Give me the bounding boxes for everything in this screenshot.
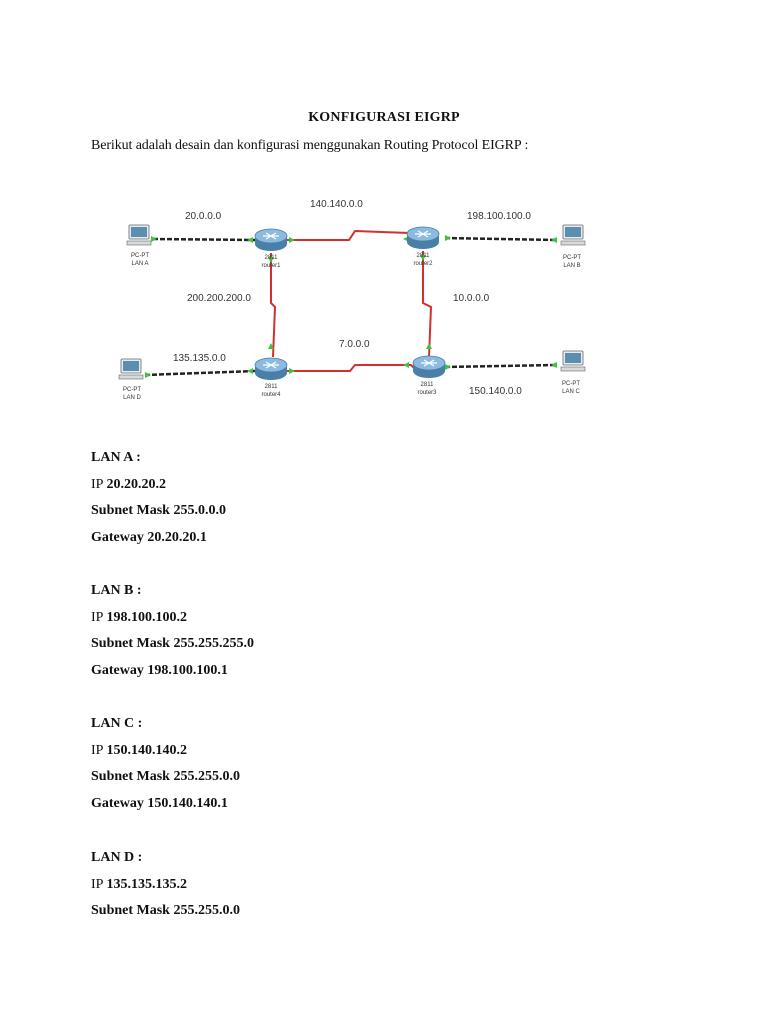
network-label-lan-b: 198.100.100.0 (467, 211, 531, 222)
pc-lan-a-name-label: LAN A (131, 261, 148, 267)
lan-c-section: LAN C : IP 150.140.140.2 Subnet Mask 255… (91, 711, 240, 817)
subnet-mask-label: Subnet Mask (91, 769, 170, 784)
router-icon[interactable] (412, 355, 446, 378)
gateway-label: Gateway (91, 529, 144, 545)
subnet-mask-label: Subnet Mask (91, 636, 170, 651)
network-label-lan-d: 135.135.0.0 (173, 353, 226, 364)
ip-label: IP (91, 876, 103, 892)
pc-lan-c-type-label: PC-PT (562, 381, 580, 387)
gateway-line: Gateway 20.20.20.1 (91, 525, 226, 552)
network-label-router1-router4: 200.200.200.0 (187, 293, 251, 304)
router1-name-label: router1 (261, 263, 281, 269)
ip-value: 198.100.100.2 (106, 609, 187, 625)
gateway-label: Gateway (91, 795, 144, 811)
section-heading: LAN C : (91, 716, 143, 731)
subnet-mask-value: 255.255.0.0 (173, 769, 240, 784)
ip-label: IP (91, 609, 103, 625)
subnet-mask-line: Subnet Mask 255.255.0.0 (91, 898, 240, 925)
pc-lan-b-name-label: LAN B (563, 263, 580, 269)
lan-a-section: LAN A : IP 20.20.20.2 Subnet Mask 255.0.… (91, 445, 226, 551)
gateway-line: Gateway 198.100.100.1 (91, 658, 254, 685)
section-heading: LAN D : (91, 850, 143, 865)
subnet-mask-line: Subnet Mask 255.255.255.0 (91, 631, 254, 658)
link-router2-lan-b (444, 236, 556, 242)
network-label-lan-c: 150.140.0.0 (469, 386, 522, 397)
port-indicators (145, 235, 557, 378)
network-topology-diagram: 2811 router1 2811 router2 2811 router3 (105, 185, 605, 415)
section-heading: LAN B : (91, 583, 142, 598)
subnet-mask-value: 255.255.0.0 (173, 903, 240, 918)
ip-line: IP 135.135.135.2 (91, 872, 240, 899)
subnet-mask-line: Subnet Mask 255.255.0.0 (91, 764, 240, 791)
network-label-router2-router3: 10.0.0.0 (453, 293, 490, 304)
link-router1-router4 (270, 253, 277, 358)
router3-name-label: router3 (417, 390, 437, 396)
subnet-mask-value: 255.255.255.0 (173, 636, 254, 651)
ip-value: 150.140.140.2 (106, 742, 187, 758)
pc-lan-c-name-label: LAN C (562, 389, 580, 395)
pc-icon[interactable] (560, 224, 586, 246)
ip-value: 20.20.20.2 (106, 476, 166, 492)
section-heading: LAN A : (91, 450, 141, 465)
gateway-label: Gateway (91, 662, 144, 678)
topology-svg: 2811 router1 2811 router2 2811 router3 (118, 199, 586, 401)
link-router4-router3 (287, 364, 416, 372)
pc-icon[interactable] (560, 350, 586, 372)
subnet-mask-label: Subnet Mask (91, 503, 170, 518)
router-icon[interactable] (254, 357, 288, 380)
lan-d-section: LAN D : IP 135.135.135.2 Subnet Mask 255… (91, 845, 240, 925)
router-icon[interactable] (254, 228, 288, 251)
pc-lan-d-name-label: LAN D (123, 395, 141, 401)
gateway-value: 198.100.100.1 (147, 662, 228, 678)
network-label-lan-a: 20.0.0.0 (185, 211, 222, 222)
link-lan-d-router4 (144, 369, 256, 377)
ip-label: IP (91, 476, 103, 492)
pc-icon[interactable] (118, 358, 144, 380)
pc-icon[interactable] (126, 224, 152, 246)
gateway-value: 20.20.20.1 (147, 529, 207, 545)
link-router3-lan-c (444, 363, 556, 369)
router3-model-label: 2811 (421, 382, 435, 388)
pc-lan-a-type-label: PC-PT (131, 253, 149, 259)
link-router2-router3 (422, 251, 433, 358)
pc-lan-d-type-label: PC-PT (123, 387, 141, 393)
network-label-router4-router3: 7.0.0.0 (339, 339, 370, 350)
network-label-router1-router2: 140.140.0.0 (310, 199, 363, 210)
subnet-mask-value: 255.0.0.0 (173, 503, 226, 518)
ip-value: 135.135.135.2 (106, 876, 187, 892)
router1-model-label: 2811 (265, 255, 279, 261)
ip-line: IP 198.100.100.2 (91, 605, 254, 632)
link-router1-router2 (285, 229, 416, 241)
link-lan-a-router1 (152, 237, 256, 242)
pc-lan-b-type-label: PC-PT (563, 255, 581, 261)
ip-line: IP 150.140.140.2 (91, 738, 240, 765)
subnet-mask-line: Subnet Mask 255.0.0.0 (91, 498, 226, 525)
gateway-value: 150.140.140.1 (147, 795, 228, 811)
document-title: KONFIGURASI EIGRP (308, 110, 460, 125)
ip-label: IP (91, 742, 103, 758)
router2-name-label: router2 (413, 261, 433, 267)
router2-model-label: 2811 (417, 253, 431, 259)
lan-b-section: LAN B : IP 198.100.100.2 Subnet Mask 255… (91, 578, 254, 684)
router4-model-label: 2811 (265, 384, 279, 390)
subnet-mask-label: Subnet Mask (91, 903, 170, 918)
intro-paragraph: Berikut adalah desain dan konfigurasi me… (91, 138, 529, 153)
gateway-line: Gateway 150.140.140.1 (91, 791, 240, 818)
router-icon[interactable] (406, 226, 440, 249)
router4-name-label: router4 (261, 392, 281, 398)
ip-line: IP 20.20.20.2 (91, 472, 226, 499)
